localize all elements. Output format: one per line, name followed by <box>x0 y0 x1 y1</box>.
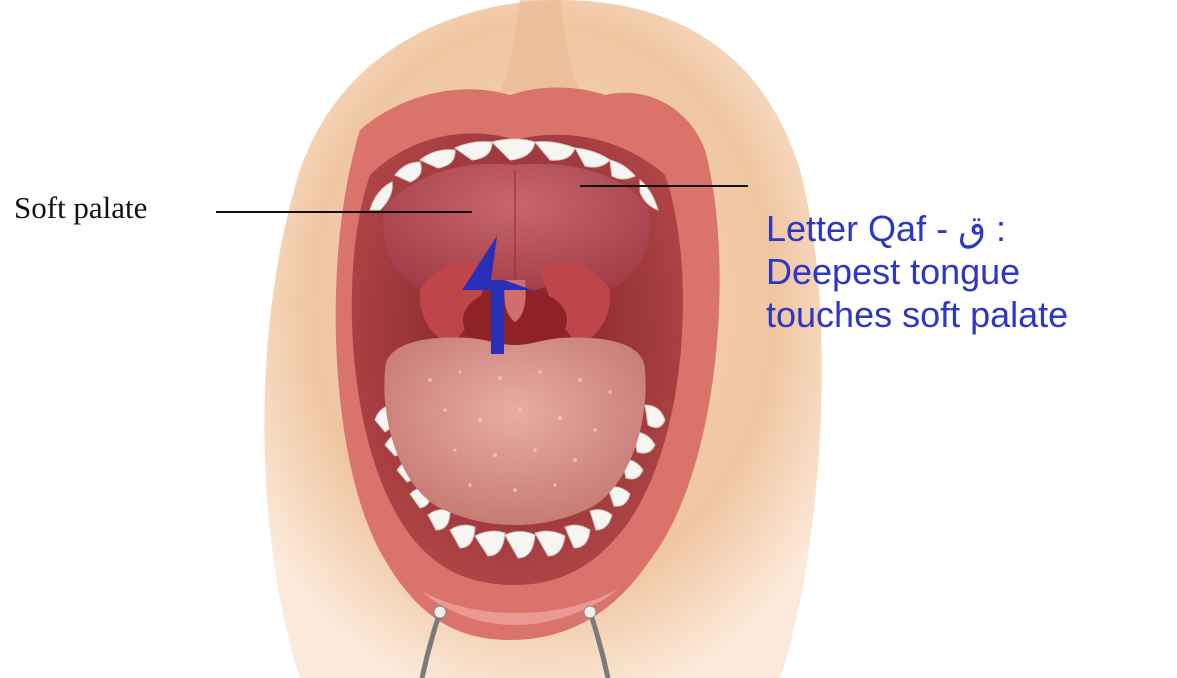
qaf-annotation-line-3: touches soft palate <box>766 293 1068 336</box>
retractor-left-tip <box>434 606 446 618</box>
soft-palate-label: Soft palate <box>14 190 147 226</box>
retractor-right-tip <box>584 606 596 618</box>
qaf-annotation-line-1: Letter Qaf - ق : <box>766 207 1068 250</box>
qaf-annotation: Letter Qaf - ق : Deepest tongue touches … <box>766 207 1068 336</box>
palate <box>383 164 649 300</box>
qaf-annotation-line-2: Deepest tongue <box>766 250 1068 293</box>
